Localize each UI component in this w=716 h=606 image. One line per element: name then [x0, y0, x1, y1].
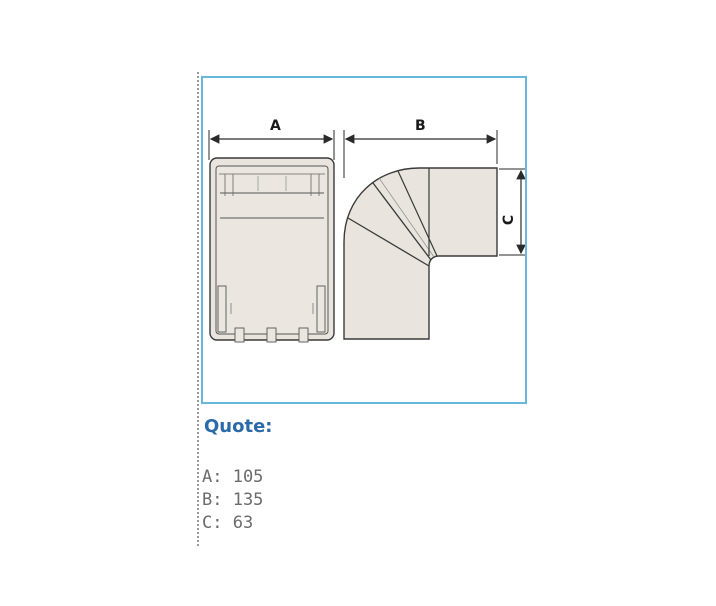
- side-view-joint-upper: [372, 182, 432, 261]
- quote-heading: Quote:: [204, 416, 273, 437]
- front-view-side-slot-right: [316, 285, 326, 333]
- front-view-side-slot-left: [217, 285, 227, 333]
- quote-dimension-list: A: 105 B: 135 C: 63: [202, 466, 263, 535]
- front-view-tab: [266, 327, 277, 343]
- side-view-joint-lower: [347, 217, 430, 267]
- dimension-diagram: A B C: [201, 76, 527, 404]
- side-view-joint-shadow: [378, 177, 435, 258]
- side-view-elbow: [343, 167, 498, 340]
- front-view-tab: [298, 327, 309, 343]
- dimension-a-label: A: [270, 118, 281, 134]
- dimension-b: [343, 130, 498, 178]
- dimension-c: [499, 168, 525, 256]
- side-view-outline: [343, 167, 498, 340]
- quote-dimension-a: A: 105: [202, 467, 264, 487]
- front-view-tab: [234, 327, 245, 343]
- diagram-svg: [208, 130, 525, 343]
- dimension-a: [208, 130, 335, 160]
- front-view-part: [209, 157, 335, 343]
- side-view-joint-inner: [397, 170, 438, 257]
- dimension-b-label: B: [415, 118, 426, 134]
- dimension-c-label: C: [501, 214, 518, 226]
- quote-dimension-c: C: 63: [202, 513, 254, 533]
- dotted-divider: [197, 72, 199, 546]
- quote-dimension-b: B: 135: [202, 490, 264, 510]
